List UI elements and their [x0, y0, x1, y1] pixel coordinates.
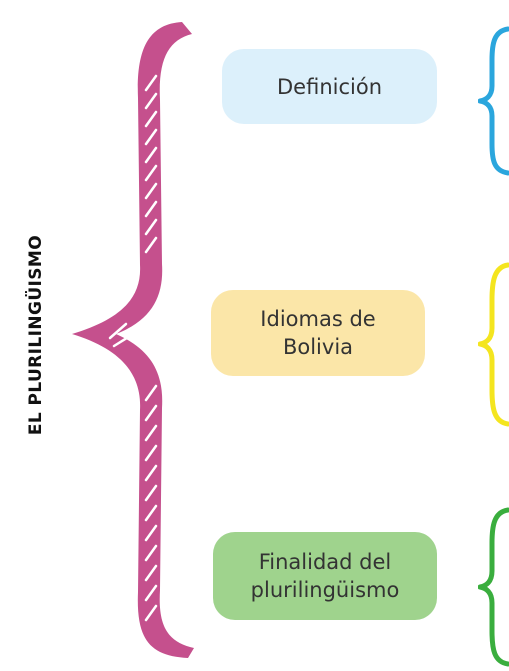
hatch-mark: [144, 584, 158, 602]
brace-finalidad-shape: [478, 507, 509, 667]
hatch-mark: [144, 524, 158, 542]
hatch-mark: [144, 236, 158, 254]
hatch-mark: [144, 128, 158, 146]
hatch-mark: [144, 92, 158, 110]
hatch-mark: [144, 424, 158, 442]
box-definicion: Definición: [222, 49, 437, 124]
hatch-mark: [144, 604, 158, 622]
box-idiomas-line-2: Bolivia: [282, 335, 354, 359]
diagram-title: EL PLURILINGÜISMO: [26, 234, 46, 436]
hatch-mark: [144, 544, 158, 562]
box-idiomas-line-1: Idiomas de: [260, 307, 376, 331]
hatch-mark: [144, 164, 158, 182]
hatch-mark: [144, 504, 158, 522]
brace-idiomas-shape: [478, 262, 509, 427]
hatch-mark: [144, 146, 158, 164]
box-idiomas-de-bolivia: Idiomas de Bolivia: [211, 290, 425, 376]
hatch-mark: [144, 218, 158, 236]
box-finalidad-line-2: plurilingüismo: [250, 578, 400, 602]
hatch-mark: [112, 334, 132, 348]
main-brace-shape: [72, 22, 194, 658]
hatch-mark: [144, 74, 158, 92]
hatch-mark: [144, 464, 158, 482]
brace-idiomas: [478, 262, 509, 427]
hatch-mark: [144, 182, 158, 200]
hatch-mark: [144, 484, 158, 502]
box-definicion-line-1: Definición: [277, 74, 382, 99]
brace-finalidad: [478, 507, 509, 667]
brace-definicion-shape: [478, 26, 509, 176]
box-finalidad: Finalidad del plurilingüismo: [213, 532, 437, 620]
hatch-mark: [144, 564, 158, 582]
hatch-mark: [144, 110, 158, 128]
hatch-mark: [108, 322, 128, 340]
main-brace-hatch: [108, 74, 158, 622]
hatch-mark: [144, 404, 158, 422]
box-finalidad-line-1: Finalidad del: [258, 550, 392, 574]
brace-definicion: [478, 26, 509, 176]
hatch-mark: [144, 444, 158, 462]
hatch-mark: [144, 200, 158, 218]
main-curly-brace: [72, 22, 194, 658]
hatch-mark: [144, 384, 158, 402]
